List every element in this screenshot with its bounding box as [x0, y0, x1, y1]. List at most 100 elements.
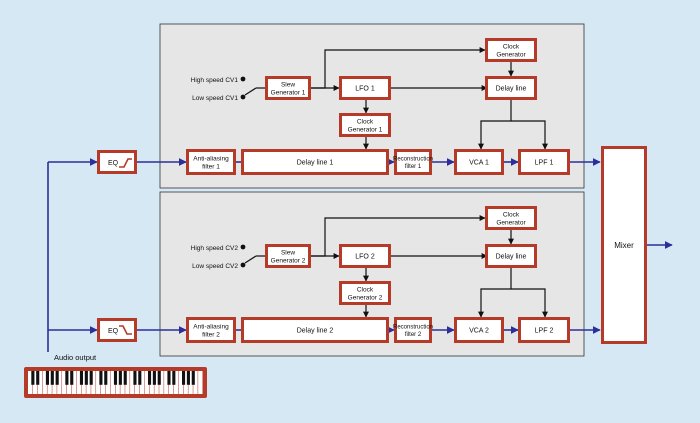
ch2-delay-line-main-label-1: Delay line 2	[297, 327, 334, 334]
white-key	[159, 371, 164, 394]
ch2-cv-low-terminal	[240, 262, 246, 268]
black-key	[133, 371, 137, 385]
white-key	[144, 371, 150, 394]
white-key	[42, 371, 47, 394]
black-key	[70, 371, 74, 385]
ch2-vca: VCA 2	[454, 317, 504, 343]
ch1-delaymod-to-vca	[478, 100, 512, 150]
white-key	[71, 371, 77, 394]
white-key	[96, 371, 101, 394]
white-key	[66, 371, 72, 394]
white-key	[57, 371, 62, 394]
white-key	[130, 371, 135, 394]
ch2-lfo: LFO 2	[339, 244, 391, 268]
ch2-vca-label-1: VCA 2	[469, 327, 489, 334]
ch1-delay-line-mod-label-1: Delay line	[496, 85, 527, 92]
ch1-lpf: LPF 1	[518, 149, 570, 175]
black-key	[172, 371, 176, 385]
white-key	[62, 371, 67, 394]
black-key	[182, 371, 186, 385]
black-key	[123, 371, 127, 385]
white-key	[154, 371, 159, 394]
ch1-lfo: LFO 1	[339, 76, 391, 100]
ch2-reconstruction-filter-label-1: Reconstruction	[393, 324, 433, 330]
white-key	[188, 371, 193, 394]
black-key	[118, 371, 122, 385]
white-key	[81, 371, 86, 394]
ch1-vca-label-1: VCA 1	[469, 159, 489, 166]
white-key	[115, 371, 120, 394]
black-key	[45, 371, 49, 385]
black-key	[31, 371, 35, 385]
ch1-delaymod-to-lpf	[511, 120, 548, 150]
black-key	[65, 371, 69, 385]
white-key	[91, 371, 96, 394]
ch1-slew-to-clock	[311, 47, 486, 89]
white-key	[134, 371, 140, 394]
ch2-delay-line-mod: Delay line	[485, 244, 537, 268]
ch1-cv-high-terminal	[240, 76, 246, 82]
white-key	[28, 371, 33, 394]
keyboard-instrument: Audio output	[24, 353, 207, 398]
ch2-eq-curve-icon	[119, 325, 132, 335]
ch2-delay-line-main: Delay line 2	[241, 317, 389, 343]
ch2-reconstruction-filter-label-2: filter 2	[405, 332, 422, 338]
ch2-reconstruction-filter: Reconstruction filter 2	[393, 317, 433, 343]
ch2-high-speed-cv-label: High speed CV2	[191, 245, 239, 252]
black-key	[99, 371, 103, 385]
black-key	[113, 371, 118, 385]
ch2-eq: EQ	[97, 318, 137, 342]
ch1-slew-generator-label-1: Slew	[281, 81, 295, 88]
ch1-delay-line-mod: Delay line	[485, 76, 537, 100]
black-key	[167, 371, 171, 385]
black-key	[104, 371, 108, 385]
ch2-slew-generator-label-1: Slew	[281, 249, 295, 256]
ch2-eq-label: EQ	[108, 328, 119, 335]
ch1-delay-line-main-label-1: Delay line 1	[297, 159, 334, 166]
white-key	[32, 371, 38, 394]
ch2-delay-line-mod-label-1: Delay line	[496, 253, 527, 260]
ch1-eq: EQ	[97, 150, 137, 174]
ch2-lfo-label-1: LFO 2	[355, 253, 375, 260]
ch2-lpf-label-1: LPF 2	[535, 327, 554, 334]
white-key	[125, 371, 130, 394]
ch1-anti-aliasing-filter-label-1: Anti-aliasing	[193, 155, 229, 162]
ch1-lpf-label-1: LPF 1	[535, 159, 554, 166]
ch1-cv-switch-arm	[244, 87, 257, 96]
ch1-vca: VCA 1	[454, 149, 504, 175]
ch2-lpf: LPF 2	[518, 317, 570, 343]
white-key	[183, 371, 188, 394]
ch2-slew-generator-label-2: Generator 2	[271, 257, 306, 264]
ch1-lfo-label-1: LFO 1	[355, 85, 375, 92]
audio-output-label: Audio output	[54, 353, 97, 362]
ch2-clock-generator-top-label-1: Clock	[503, 211, 520, 218]
white-key	[105, 371, 111, 394]
white-key	[193, 371, 198, 394]
ch1-low-speed-cv-label: Low speed CV1	[192, 95, 238, 102]
white-key	[37, 371, 43, 394]
mixer-block: Mixer	[601, 146, 647, 344]
white-key	[149, 371, 154, 394]
black-key	[36, 371, 40, 385]
ch1-high-speed-cv-label: High speed CV1	[191, 77, 239, 84]
ch1-delay-line-main: Delay line 1	[241, 149, 389, 175]
ch2-delaymod-to-lpf	[511, 288, 548, 318]
ch1-clock-generator-top-label-2: Generator	[496, 51, 526, 58]
ch1-anti-aliasing-filter-label-2: filter 1	[202, 163, 220, 170]
white-key	[120, 371, 125, 394]
black-key	[186, 371, 190, 385]
black-key	[138, 371, 142, 385]
ch1-reconstruction-filter-label-1: Reconstruction	[393, 156, 433, 162]
ch2-clock-generator-label-2: Generator 2	[348, 294, 383, 301]
white-key	[100, 371, 106, 394]
black-key	[55, 371, 59, 385]
ch1-clock-generator-top-label-1: Clock	[503, 43, 520, 50]
ch2-delaymod-to-vca	[478, 268, 512, 318]
ch1-clock-generator-label-1: Clock	[357, 118, 374, 125]
